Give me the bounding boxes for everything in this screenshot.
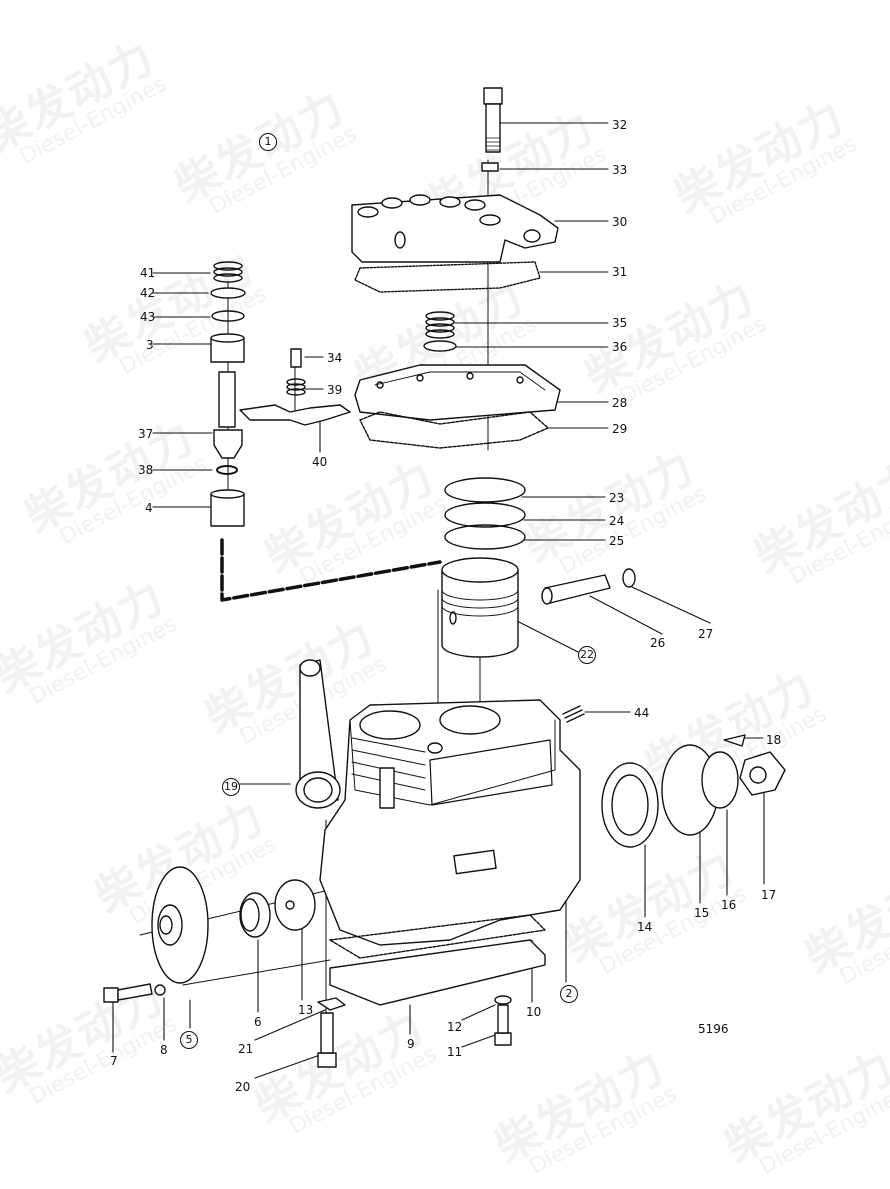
crankcase-2 — [319, 699, 581, 946]
part-callout-15: 15 — [694, 906, 710, 920]
part-callout-25: 25 — [609, 534, 625, 548]
base-plate-9 — [329, 939, 546, 1006]
sleeve-4 — [210, 489, 245, 527]
part-callout-27: 27 — [698, 627, 714, 641]
bracket-40 — [239, 404, 351, 426]
part-callout-35: 35 — [612, 316, 628, 330]
part-callout-28: 28 — [612, 396, 628, 410]
bearing-14 — [601, 762, 659, 848]
gasket-29 — [359, 411, 549, 449]
view-number-marker: 1 — [259, 133, 277, 151]
part-callout-7: 7 — [110, 1054, 118, 1068]
valve-plate-28 — [354, 364, 561, 421]
part-callout-17: 17 — [761, 888, 777, 902]
part-callout-33: 33 — [612, 163, 628, 177]
part-callout-3: 3 — [146, 338, 154, 352]
gasket-31 — [354, 261, 541, 293]
part-callout-11: 11 — [447, 1045, 463, 1059]
piston-rings — [444, 477, 526, 550]
leader-lines — [112, 122, 765, 1079]
plunger-37 — [213, 371, 243, 459]
wrist-pin-26 — [541, 574, 611, 605]
o-ring-38 — [216, 465, 238, 475]
part-callout-12: 12 — [447, 1020, 463, 1034]
part-callout-19: 19 — [222, 778, 240, 796]
pin-34 — [290, 348, 302, 368]
piston-22 — [441, 557, 519, 658]
part-callout-40: 40 — [312, 455, 328, 469]
figure-number: 5196 — [698, 1022, 729, 1036]
seal-6 — [239, 892, 271, 938]
spring-39 — [286, 378, 306, 396]
part-callout-30: 30 — [612, 215, 628, 229]
part-callout-36: 36 — [612, 340, 628, 354]
part-callout-6: 6 — [254, 1015, 262, 1029]
spring-41 — [213, 261, 243, 283]
part-callout-2: 2 — [560, 985, 578, 1003]
part-callout-26: 26 — [650, 636, 666, 650]
part-callout-39: 39 — [327, 383, 343, 397]
washer-12 — [494, 995, 512, 1005]
connecting-rod-19 — [295, 659, 341, 809]
bolt-7 — [103, 983, 153, 1003]
part-callout-41: 41 — [140, 266, 156, 280]
sleeve-3 — [210, 333, 245, 363]
spring-44 — [562, 705, 585, 723]
part-callout-10: 10 — [526, 1005, 542, 1019]
part-callout-4: 4 — [145, 501, 153, 515]
part-callout-16: 16 — [721, 898, 737, 912]
part-callout-43: 43 — [140, 310, 156, 324]
end-cover-5 — [151, 866, 209, 984]
dashed-link-line — [220, 538, 442, 602]
part-callout-42: 42 — [140, 286, 156, 300]
lock-21 — [317, 997, 346, 1011]
part-callout-38: 38 — [138, 463, 154, 477]
clip-43 — [211, 310, 245, 322]
part-callout-31: 31 — [612, 265, 628, 279]
part-callout-20: 20 — [235, 1080, 251, 1094]
gasket-10 — [329, 914, 546, 959]
bolt-20 — [317, 1012, 337, 1068]
part-callout-5: 5 — [180, 1031, 198, 1049]
part-callout-8: 8 — [160, 1043, 168, 1057]
bolt-32 — [483, 87, 503, 153]
part-callout-37: 37 — [138, 427, 154, 441]
part-callout-34: 34 — [327, 351, 343, 365]
part-callout-18: 18 — [766, 733, 782, 747]
part-callout-44: 44 — [634, 706, 650, 720]
part-callout-32: 32 — [612, 118, 628, 132]
part-callout-21: 21 — [238, 1042, 254, 1056]
part-callout-29: 29 — [612, 422, 628, 436]
part-callout-9: 9 — [407, 1037, 415, 1051]
washer-8 — [154, 984, 166, 996]
exploded-view-drawing — [103, 87, 786, 1079]
bolt-11 — [494, 1004, 512, 1046]
part-callout-23: 23 — [609, 491, 625, 505]
nut-17 — [739, 751, 786, 796]
disc-42 — [210, 287, 246, 299]
bushing-13 — [274, 879, 316, 931]
part-callout-22: 22 — [578, 646, 596, 664]
washer-33 — [481, 162, 499, 172]
ring-36 — [423, 340, 457, 352]
spring-35 — [425, 311, 455, 339]
part-callout-14: 14 — [637, 920, 653, 934]
circlip-27 — [622, 568, 636, 588]
cylinder-head-30 — [351, 194, 559, 263]
part-callout-13: 13 — [298, 1003, 314, 1017]
flange-16 — [701, 751, 739, 809]
part-callout-24: 24 — [609, 514, 625, 528]
key-18 — [723, 734, 746, 747]
